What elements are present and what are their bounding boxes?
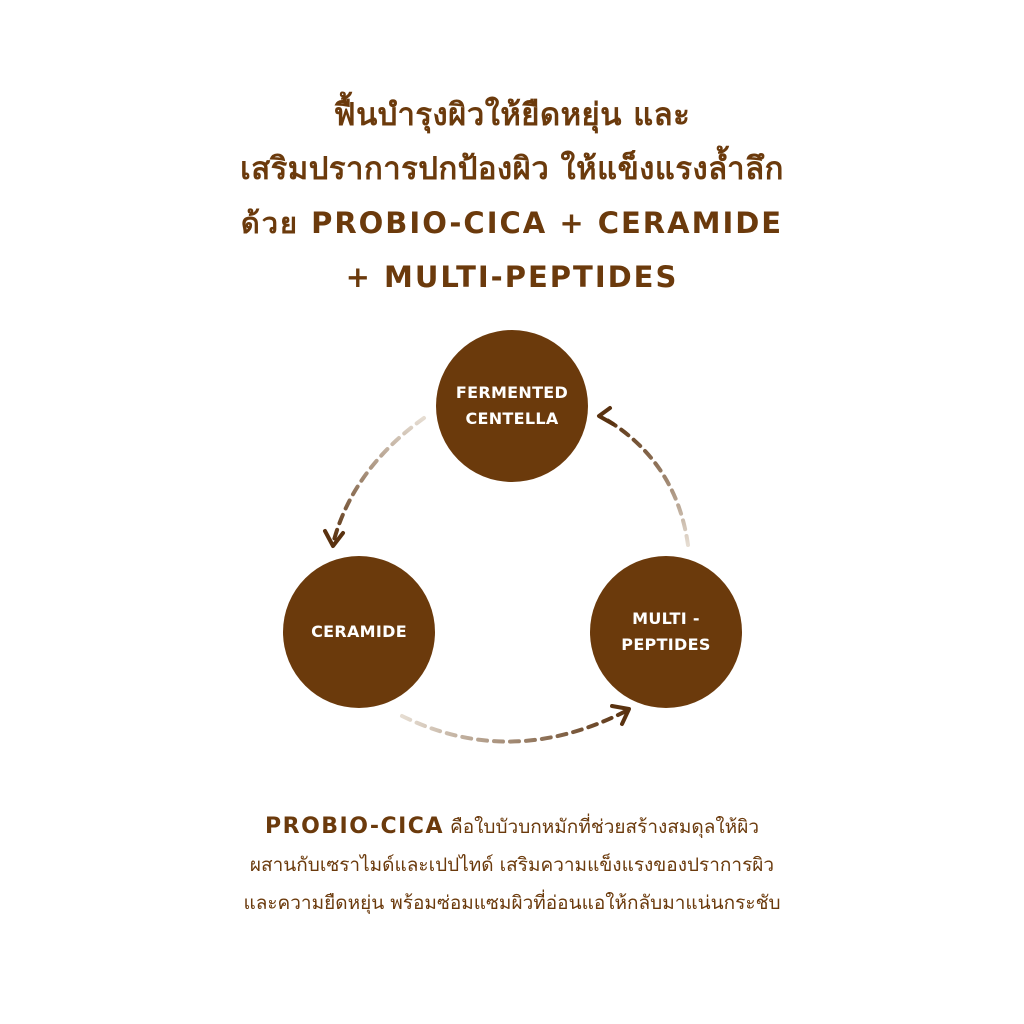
arrowhead-ceramide — [323, 529, 345, 548]
description-line-1-rest: คือใบบัวบกหมักที่ช่วยสร้างสมดุลให้ผิว — [443, 816, 759, 838]
node-multi-peptides-line-2: PEPTIDES — [621, 635, 711, 654]
arrow-peptides-to-centella — [600, 415, 690, 547]
description-line-1: PROBIO-CICA คือใบบัวบกหมักที่ช่วยสร้างสม… — [0, 808, 1024, 846]
node-multi-peptides: MULTI - PEPTIDES — [590, 556, 742, 708]
arrow-centella-to-ceramide — [332, 416, 426, 542]
description-line-2: ผสานกับเซราไมด์และเปปไทด์ เสริมความแข็งแ… — [249, 854, 775, 876]
node-fermented-centella-line-2: CENTELLA — [465, 409, 559, 428]
description-line-3: และความยืดหยุ่น พร้อมซ่อมแซมผิวที่อ่อนแอ… — [243, 892, 781, 914]
arrowhead-peptides — [610, 704, 631, 726]
node-ceramide-line-1: CERAMIDE — [311, 622, 407, 641]
description: PROBIO-CICA คือใบบัวบกหมักที่ช่วยสร้างสม… — [0, 808, 1024, 922]
node-ceramide: CERAMIDE — [283, 556, 435, 708]
node-fermented-centella: FERMENTED CENTELLA — [436, 330, 588, 482]
headline-line-2: เสริมปราการปกป้องผิว ให้แข็งแรงล้ำลึก — [240, 151, 784, 187]
node-fermented-centella-line-1: FERMENTED — [455, 383, 569, 402]
node-multi-peptides-line-1: MULTI - — [632, 609, 700, 628]
arrow-ceramide-to-peptides — [400, 708, 630, 744]
description-keyword: PROBIO-CICA — [265, 814, 444, 839]
headline-line-3: ด้วย PROBIO-CICA + CERAMIDE — [240, 206, 784, 240]
headline-line-4: + MULTI-PEPTIDES — [345, 260, 679, 294]
headline: ฟื้นบำรุงผิวให้ยืดหยุ่น และ เสริมปราการป… — [0, 88, 1024, 304]
arrowhead-centella — [597, 406, 615, 426]
headline-line-1: ฟื้นบำรุงผิวให้ยืดหยุ่น และ — [333, 97, 691, 133]
